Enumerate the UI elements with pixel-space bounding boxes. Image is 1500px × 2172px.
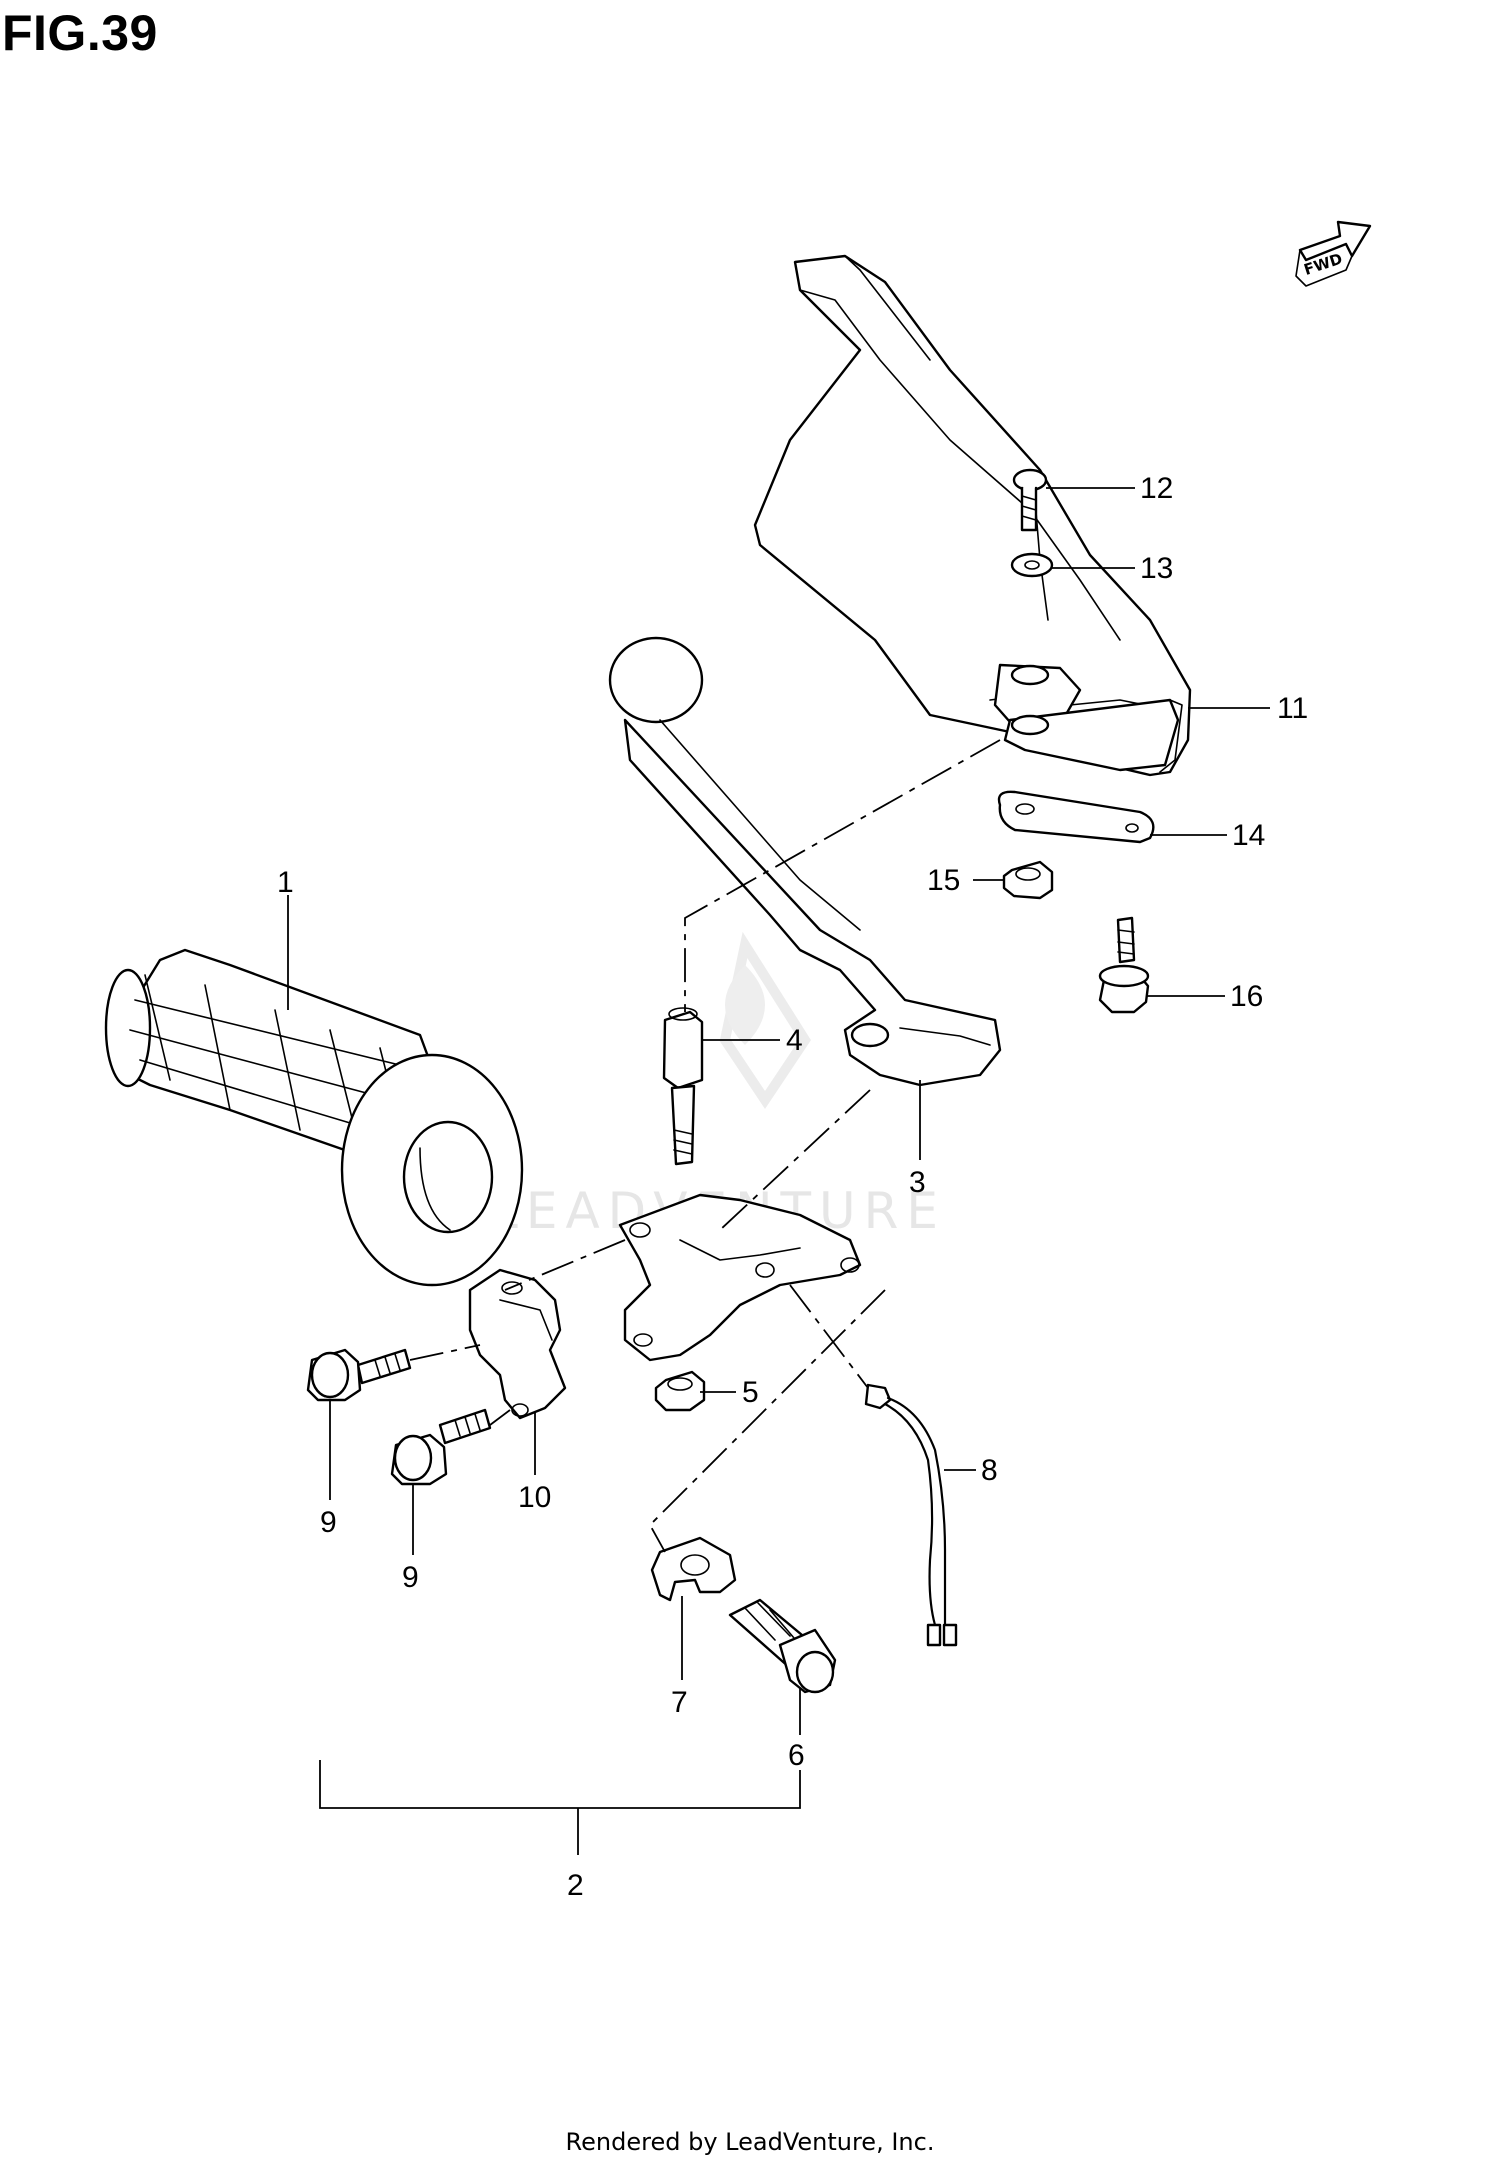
collar-part-7: [650, 1536, 737, 1602]
adjuster-part-6: [728, 1598, 837, 1694]
callout-1: 1: [277, 866, 294, 899]
leadventure-watermark: LEADVENTURE: [490, 931, 938, 1240]
hand-guard-part-11: [753, 254, 1192, 777]
pivot-bolt-part-4: [662, 1007, 704, 1166]
callout-15: 15: [927, 864, 960, 897]
callout-labels: 1 2 3 4 5 6 7 8 9 9 10 11 12 13 14 15 16: [277, 472, 1308, 1902]
callout-3: 3: [909, 1166, 926, 1199]
switch-wire-part-8: [864, 1383, 958, 1647]
screw-part-12: [1012, 468, 1048, 532]
lever-holder-part-2: [618, 1193, 862, 1362]
callout-5: 5: [742, 1376, 759, 1409]
washer-part-13: [1010, 552, 1054, 578]
nut-part-15: [1002, 860, 1054, 900]
callout-leader-lines: [287, 487, 1270, 1855]
nut-part-5: [654, 1370, 706, 1412]
bolt-part-9-lower: [390, 1408, 492, 1486]
callout-9-upper: 9: [320, 1506, 337, 1539]
bracket-plate-part-14: [997, 790, 1155, 844]
callout-2: 2: [567, 1869, 584, 1902]
callout-11: 11: [1277, 692, 1308, 725]
callout-14: 14: [1232, 819, 1265, 852]
callout-12: 12: [1140, 472, 1173, 505]
callout-4: 4: [786, 1024, 803, 1057]
footer-credit: Rendered by LeadVenture, Inc.: [565, 2128, 935, 2156]
callout-10: 10: [518, 1481, 551, 1514]
callout-6: 6: [788, 1739, 805, 1772]
callout-13: 13: [1140, 552, 1173, 585]
callout-9-lower: 9: [402, 1561, 419, 1594]
clamp-part-10: [468, 1268, 567, 1420]
fwd-arrow-icon: FWD: [1295, 220, 1372, 287]
bolt-part-9-upper: [306, 1348, 412, 1402]
grip-part-1: [104, 948, 524, 1287]
figure-title: FIG.39: [2, 5, 158, 61]
lever-part-3: [608, 636, 1002, 1087]
callout-8: 8: [981, 1454, 998, 1487]
callout-7: 7: [671, 1686, 688, 1719]
assembly-centerlines: [409, 739, 1001, 1553]
callout-16: 16: [1230, 980, 1263, 1013]
bolt-part-16: [1098, 916, 1150, 1014]
